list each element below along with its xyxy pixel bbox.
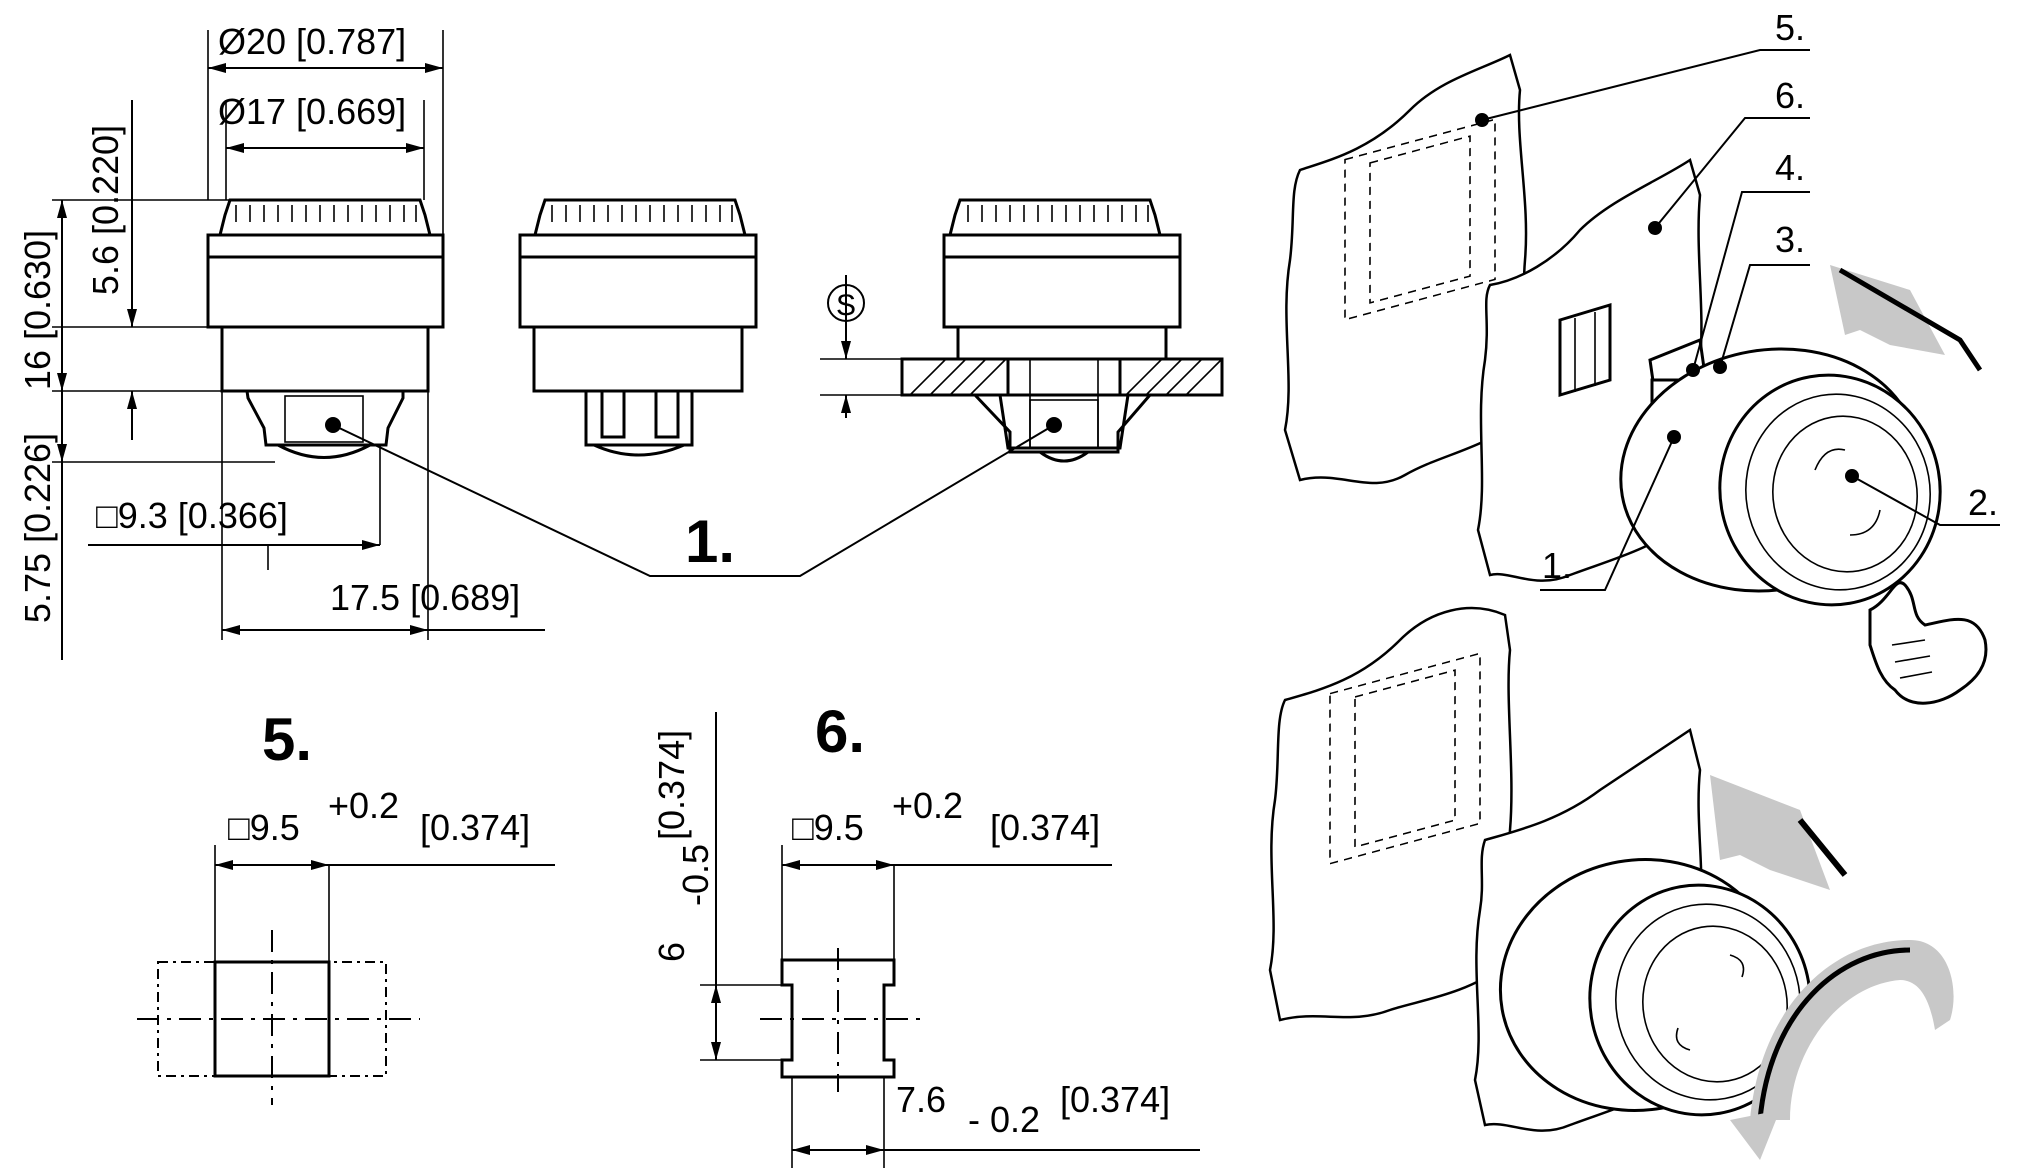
callout-label-5: 5. — [1775, 7, 1805, 48]
dim-height-5-6: 5.6 [0.220] — [85, 125, 126, 295]
cutout-5-tolerance: +0.2 — [328, 785, 399, 826]
dim-square-9-3: □9.3 [0.366] — [96, 495, 288, 536]
cutout-6-label: 6. — [815, 698, 865, 765]
callout-label-4: 4. — [1775, 147, 1805, 188]
callout-label-6: 6. — [1775, 75, 1805, 116]
dim-diameter-20: Ø20 [0.787] — [218, 21, 406, 62]
callout-1-main: 1. — [332, 424, 1055, 577]
side-view-plain — [518, 198, 758, 457]
side-view-dimensioned: Ø20 [0.787] Ø17 [0.669] 16 [0.630] 5.6 [… — [17, 21, 545, 660]
cutout-6-tolerance: +0.2 — [892, 785, 963, 826]
cutout-6-height-tol: -0.5 — [675, 844, 716, 906]
cutout-6-size: □9.5 — [792, 807, 864, 848]
dim-height-5-75: 5.75 [0.226] — [17, 433, 58, 623]
cutout-6-width-tol: - 0.2 — [968, 1099, 1040, 1140]
isometric-mounting: 5. 6. 4. 3. 2. 1. — [1283, 7, 2000, 705]
callout-label-3: 3. — [1775, 219, 1805, 260]
dim-width-17-5: 17.5 [0.689] — [330, 577, 520, 618]
cutout-5: 5. □9.5 +0.2 [0.374] — [137, 706, 555, 1105]
cutout-5-label: 5. — [262, 706, 312, 773]
cutout-5-inch: [0.374] — [420, 807, 530, 848]
dim-height-16: 16 [0.630] — [17, 230, 58, 390]
dim-diameter-17: Ø17 [0.669] — [218, 91, 406, 132]
callout-label-2: 2. — [1968, 482, 1998, 523]
isometric-removal — [1268, 606, 1954, 1160]
cutout-6-height: 6 — [651, 942, 692, 962]
cutout-5-size: □9.5 — [228, 807, 300, 848]
cutout-6-height-inch: [0.374] — [651, 730, 692, 840]
cutout-6: 6. □9.5 +0.2 [0.374] 6 -0.5 [0.374] 7.6 … — [651, 698, 1200, 1168]
side-view-mounted: S — [820, 198, 1224, 463]
cutout-6-width-inch: [0.374] — [1060, 1079, 1170, 1120]
callout-label-1: 1. — [1542, 545, 1572, 586]
cutout-6-inch: [0.374] — [990, 807, 1100, 848]
cutout-6-width: 7.6 — [896, 1079, 946, 1120]
callout-label-1-main: 1. — [685, 508, 735, 575]
